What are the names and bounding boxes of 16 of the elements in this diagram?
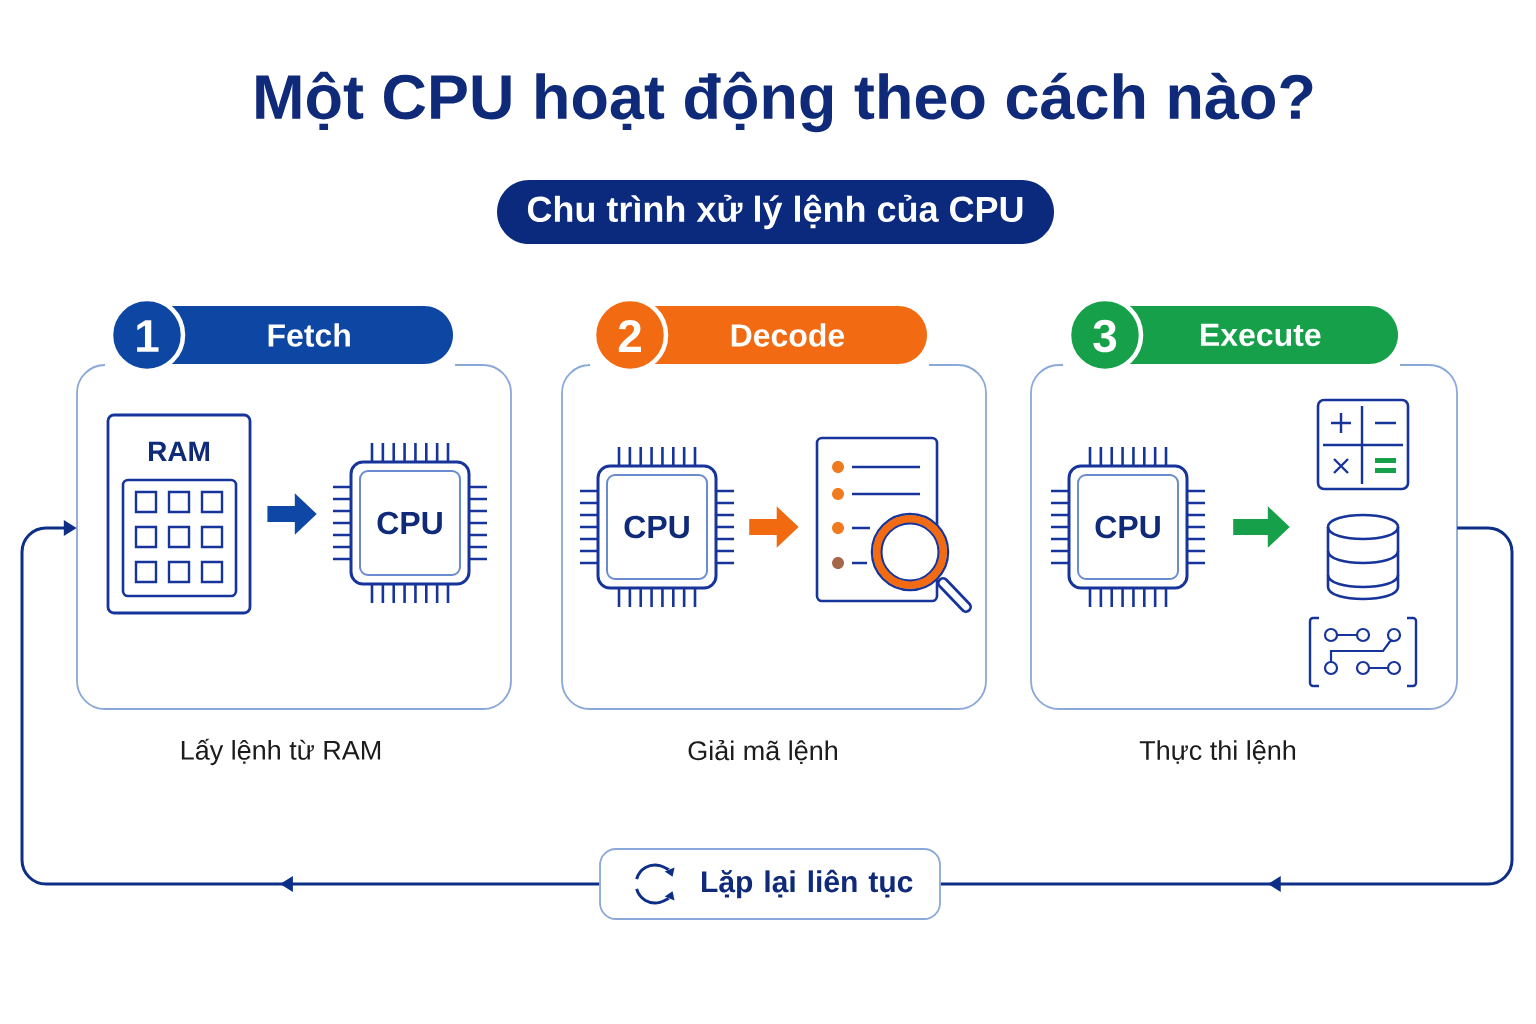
step-heading: 2 Decode: [591, 296, 927, 374]
cpu-chip: CPU: [331, 441, 489, 605]
cpu-chip: CPU: [578, 445, 736, 609]
step-caption: Lấy lệnh từ RAM: [181, 738, 381, 766]
step-caption: Thực thi lệnh: [1139, 740, 1296, 764]
loop-box: Lặp lại liên tục: [599, 848, 941, 920]
title: Một CPU hoạt động theo cách nào?: [256, 71, 1313, 133]
step-heading: 1 Fetch: [108, 296, 453, 374]
cpu-chip: CPU: [1049, 445, 1207, 609]
heading-pill: Chu trình xử lý lệnh của CPU: [497, 180, 1054, 244]
loop-arrow: [20, 520, 600, 892]
step-heading: 3 Execute: [1066, 296, 1398, 374]
document-search-icon: [815, 436, 972, 613]
ram-module: RAM: [106, 413, 252, 615]
step-caption: Giải mã lệnh: [688, 739, 837, 765]
loop-arrow: [940, 526, 1514, 892]
